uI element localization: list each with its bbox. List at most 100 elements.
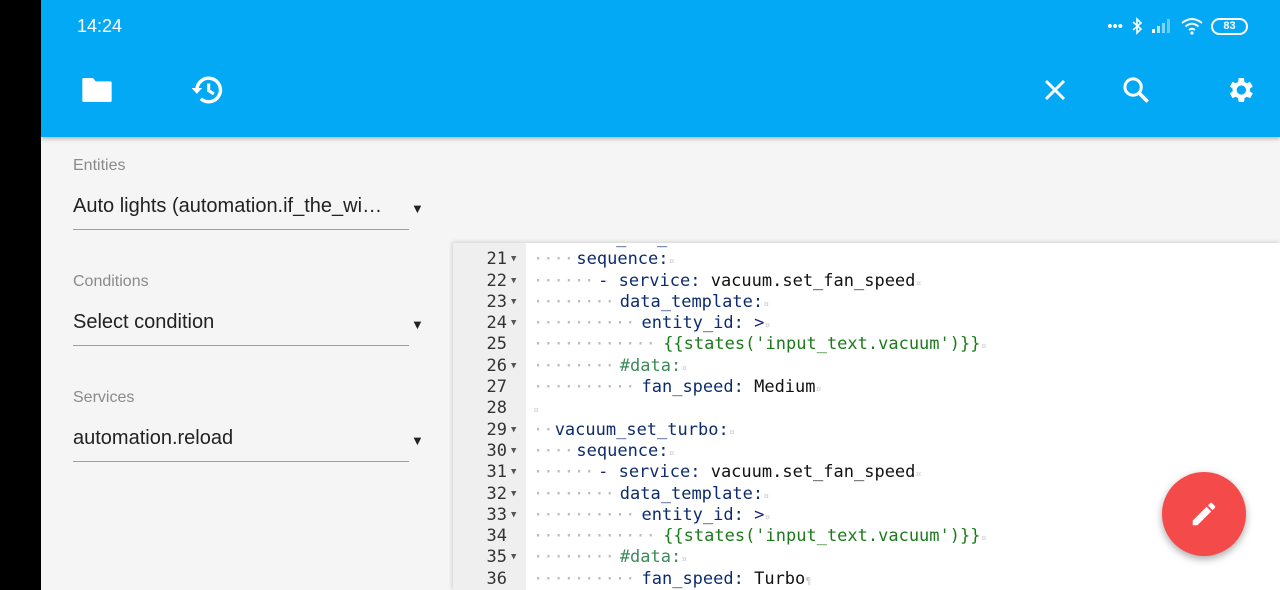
- indent-guide: ········: [533, 291, 615, 312]
- line-number: 23: [486, 291, 507, 312]
- code-token: {{states('input_text.vacuum')}}: [663, 526, 981, 547]
- fold-arrow-icon[interactable]: ▼: [511, 488, 517, 499]
- services-value[interactable]: automation.reload: [73, 427, 234, 449]
- whitespace-marker: ¤: [915, 469, 922, 481]
- services-underline: [73, 461, 409, 462]
- code-token: service:: [618, 270, 711, 291]
- fold-arrow-icon[interactable]: ▼: [511, 318, 517, 329]
- conditions-select[interactable]: Conditions Select condition ▼: [73, 273, 424, 357]
- whitespace-marker: ¤: [764, 320, 771, 332]
- battery-indicator: 83: [1211, 17, 1248, 35]
- whitespace-marker: ¤: [533, 405, 540, 417]
- code-token: -: [598, 462, 619, 483]
- code-text: fan_speed: Turbo¶: [642, 569, 812, 590]
- line-number: 25: [486, 334, 507, 355]
- code-text: {{states('input_text.vacuum')}}¤: [663, 334, 986, 357]
- line-number: 28: [486, 398, 507, 419]
- code-token: data_template:: [619, 291, 764, 312]
- wifi-icon: [1181, 18, 1203, 35]
- line-number: 30: [486, 440, 507, 461]
- code-text: entity_id: >¤: [642, 313, 771, 336]
- fold-arrow-icon[interactable]: ▼: [511, 509, 517, 520]
- close-button[interactable]: [1035, 70, 1075, 110]
- code-editor[interactable]: 20▼··vacuum_set_medium:21▼····sequence:¤…: [453, 243, 1280, 590]
- history-button[interactable]: [188, 70, 228, 110]
- code-token: >: [754, 313, 765, 334]
- app-bar: 14:24 ••• 83: [41, 0, 1280, 137]
- code-line: 28 ¤: [453, 398, 1280, 419]
- line-number: 31: [486, 462, 507, 483]
- code-token: service:: [618, 462, 711, 483]
- close-icon: [1044, 79, 1066, 101]
- status-icons: ••• 83: [1107, 14, 1248, 38]
- line-number-gutter: [453, 243, 526, 590]
- line-number: 29: [486, 419, 507, 440]
- services-select[interactable]: Services automation.reload ▼: [73, 389, 424, 473]
- line-number: 26: [486, 355, 507, 376]
- code-token: Medium: [754, 377, 816, 398]
- whitespace-marker: ¤: [681, 362, 688, 374]
- indent-guide: ····: [533, 249, 574, 270]
- entities-value[interactable]: Auto lights (automation.if_the_window_is…: [73, 195, 409, 217]
- code-text: vacuum_set_medium:: [555, 243, 739, 249]
- indent-guide: ··: [533, 419, 554, 440]
- entities-label: Entities: [73, 157, 126, 174]
- entities-select[interactable]: Entities Auto lights (automation.if_the_…: [73, 157, 424, 241]
- indent-guide: ··: [533, 243, 553, 249]
- fold-arrow-icon[interactable]: ▼: [511, 552, 517, 563]
- code-token: fan_speed:: [641, 377, 755, 398]
- whitespace-marker: ¤: [728, 426, 735, 438]
- fold-arrow-icon[interactable]: ▼: [511, 296, 517, 307]
- settings-button[interactable]: [1220, 70, 1260, 110]
- indent-guide: ········: [533, 483, 615, 504]
- fold-arrow-icon[interactable]: ▼: [511, 445, 517, 456]
- app-screen: 14:24 ••• 83 Entities Auto lights (autom…: [41, 0, 1280, 590]
- code-token: #data:: [619, 355, 682, 376]
- whitespace-marker: ¤: [668, 447, 675, 459]
- code-text: data_template:¤: [620, 484, 769, 507]
- conditions-value[interactable]: Select condition: [73, 311, 215, 333]
- fold-arrow-icon[interactable]: ▼: [511, 254, 517, 265]
- code-token: data_template:: [619, 483, 764, 504]
- code-line: 23▼········data_template:¤: [453, 292, 1280, 313]
- line-number: 21: [486, 249, 507, 270]
- code-text: ¤: [533, 398, 539, 421]
- indent-guide: ····: [533, 440, 574, 461]
- whitespace-marker: ¤: [763, 490, 770, 502]
- fold-arrow-icon[interactable]: ▼: [511, 467, 517, 478]
- whitespace-marker: ¤: [764, 511, 771, 523]
- code-token: entity_id:: [641, 313, 755, 334]
- whitespace-marker: ¤: [815, 384, 822, 396]
- indent-guide: ········: [533, 547, 615, 568]
- code-text: - service: vacuum.set_fan_speed¤: [598, 271, 921, 294]
- edit-button[interactable]: [1162, 472, 1246, 556]
- code-line: 30 ▼ ····sequence:¤: [453, 441, 1280, 462]
- fold-arrow-icon[interactable]: ▼: [511, 360, 517, 371]
- whitespace-marker: ¤: [668, 256, 675, 268]
- code-text: - service: vacuum.set_fan_speed¤: [598, 462, 921, 485]
- fold-arrow-icon[interactable]: ▼: [511, 424, 517, 435]
- line-number: 34: [486, 526, 507, 547]
- code-token: sequence:: [576, 440, 669, 461]
- search-button[interactable]: [1116, 70, 1156, 110]
- code-text: #data:¤: [620, 356, 687, 379]
- code-line: 34 ············ {{states('input_text.vacuu…: [453, 526, 1280, 547]
- status-time: 14:24: [77, 16, 123, 36]
- code-line: 25 ············ {{states('input_text.vacuu…: [453, 334, 1280, 355]
- indent-guide: ··········: [533, 313, 636, 334]
- folder-button[interactable]: [77, 70, 117, 110]
- indent-guide: ············: [533, 526, 656, 547]
- line-number: 35: [486, 547, 507, 568]
- services-label: Services: [73, 389, 135, 406]
- code-token: vacuum_set_turbo:: [554, 419, 729, 440]
- code-line: 21▼····sequence:¤: [453, 249, 1280, 270]
- fold-arrow-icon[interactable]: ▼: [511, 275, 517, 286]
- code-line: 20▼··vacuum_set_medium:: [453, 243, 1280, 249]
- code-line: 26 ▼ ········#data:¤: [453, 356, 1280, 377]
- line-number: 33: [486, 504, 507, 525]
- code-token: -: [598, 270, 619, 291]
- indent-guide: ············: [533, 334, 656, 355]
- folder-icon: [82, 78, 112, 102]
- indent-guide: ········: [533, 355, 615, 376]
- line-number: 24: [486, 313, 507, 334]
